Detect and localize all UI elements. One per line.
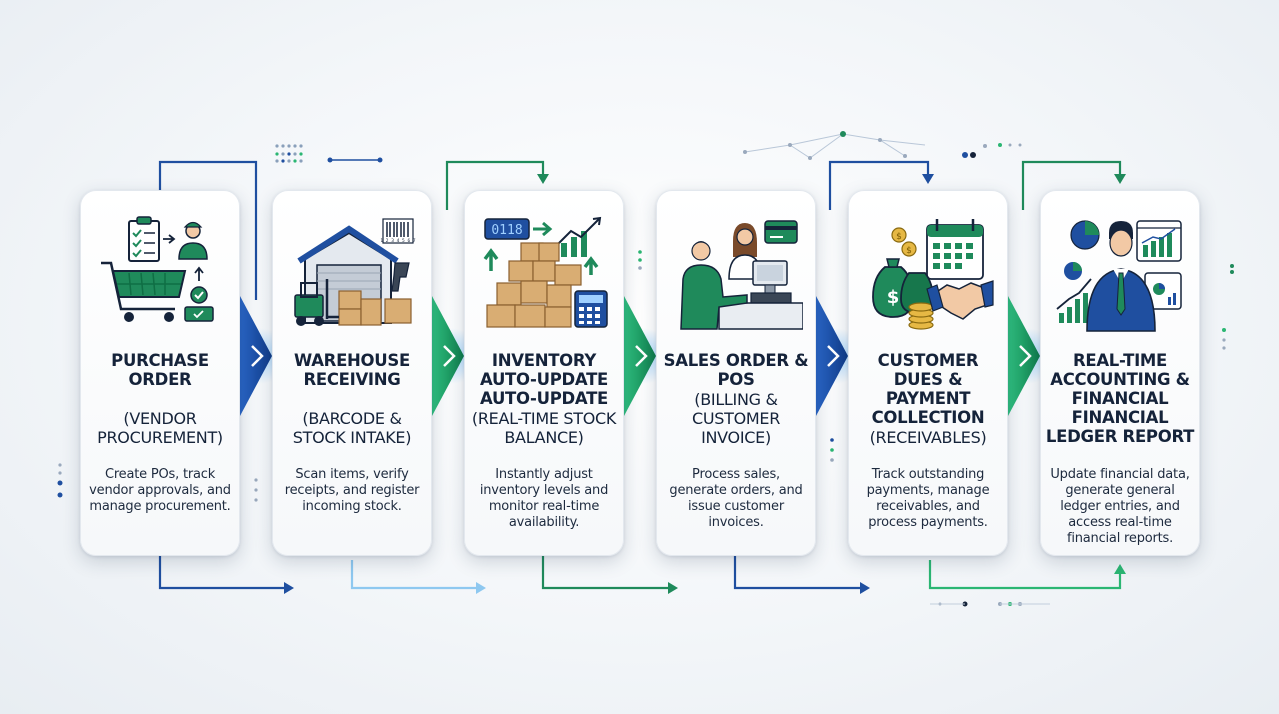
step-subtitle: (BARCODE & STOCK INTAKE): [292, 409, 412, 447]
accounting-icon: [1056, 220, 1182, 332]
step-subtitle: (RECEIVABLES): [869, 428, 987, 447]
step-description: Process sales, generate orders, and issu…: [669, 467, 803, 530]
step-subtitle: (REAL-TIME STOCK BALANCE): [471, 409, 617, 447]
step-description: Create POs, track vendor approvals, and …: [89, 467, 231, 514]
step-card-sales-order-pos: SALES ORDER & POS (BILLING & CUSTOMER IN…: [656, 190, 816, 556]
connector-bottom-2: [350, 560, 478, 590]
step-description: Track outstanding payments, manage recei…: [866, 467, 990, 530]
connector-top-4: [1021, 160, 1122, 210]
sales-pos-icon: [680, 220, 803, 330]
connector-bottom-1: [158, 556, 286, 590]
purchase-order-icon: [101, 216, 214, 322]
step-title: WAREHOUSE RECEIVING: [294, 351, 410, 389]
step-title: CUSTOMER DUES & PAYMENT COLLECTION: [871, 351, 985, 427]
inventory-icon: 0118: [483, 216, 608, 328]
step-title: SALES ORDER & POS: [663, 351, 809, 389]
connector-top-3: [828, 160, 930, 210]
step-description: Instantly adjust inventory levels and mo…: [479, 467, 609, 530]
step-description: Scan items, verify receipts, and registe…: [284, 467, 420, 514]
barcode-digits: 1 2 3 4 5 6 7: [380, 238, 416, 244]
counter-display: 0118: [491, 223, 522, 238]
step-card-purchase-order: PURCHASE ORDER (VENDOR PROCUREMENT) Crea…: [80, 190, 240, 556]
step-card-customer-dues: $ $ $ CUSTOMER DUES & PAYMENT COLLECTION…: [848, 190, 1008, 556]
payment-collection-icon: $ $ $: [872, 219, 994, 330]
connector-bottom-3: [541, 556, 670, 590]
svg-text:$: $: [887, 287, 900, 308]
step-subtitle: (BILLING & CUSTOMER INVOICE): [691, 390, 781, 447]
warehouse-icon: 1 2 3 4 5 6 7: [294, 218, 416, 326]
step-title: PURCHASE ORDER: [111, 351, 209, 389]
step-subtitle: (VENDOR PROCUREMENT): [97, 409, 223, 447]
step-card-real-time-accounting: REAL-TIME ACCOUNTING & FINANCIAL FINANCI…: [1040, 190, 1200, 556]
connector-top-2: [445, 160, 545, 210]
connector-bottom-5: [928, 560, 1122, 590]
step-card-inventory-auto-update: 0118 INVENTORY AUTO-UPDATE AUTO-UPDATE (…: [464, 190, 624, 556]
svg-text:$: $: [906, 246, 912, 256]
step-title: INVENTORY AUTO-UPDATE AUTO-UPDATE: [480, 351, 608, 408]
svg-text:$: $: [896, 232, 902, 242]
step-description: Update financial data, generate general …: [1050, 467, 1190, 546]
connector-bottom-4: [733, 556, 862, 590]
step-title: REAL-TIME ACCOUNTING & FINANCIAL FINANCI…: [1045, 351, 1195, 446]
step-card-warehouse-receiving: 1 2 3 4 5 6 7 WAREHOUSE RECEIVING (BARCO…: [272, 190, 432, 556]
